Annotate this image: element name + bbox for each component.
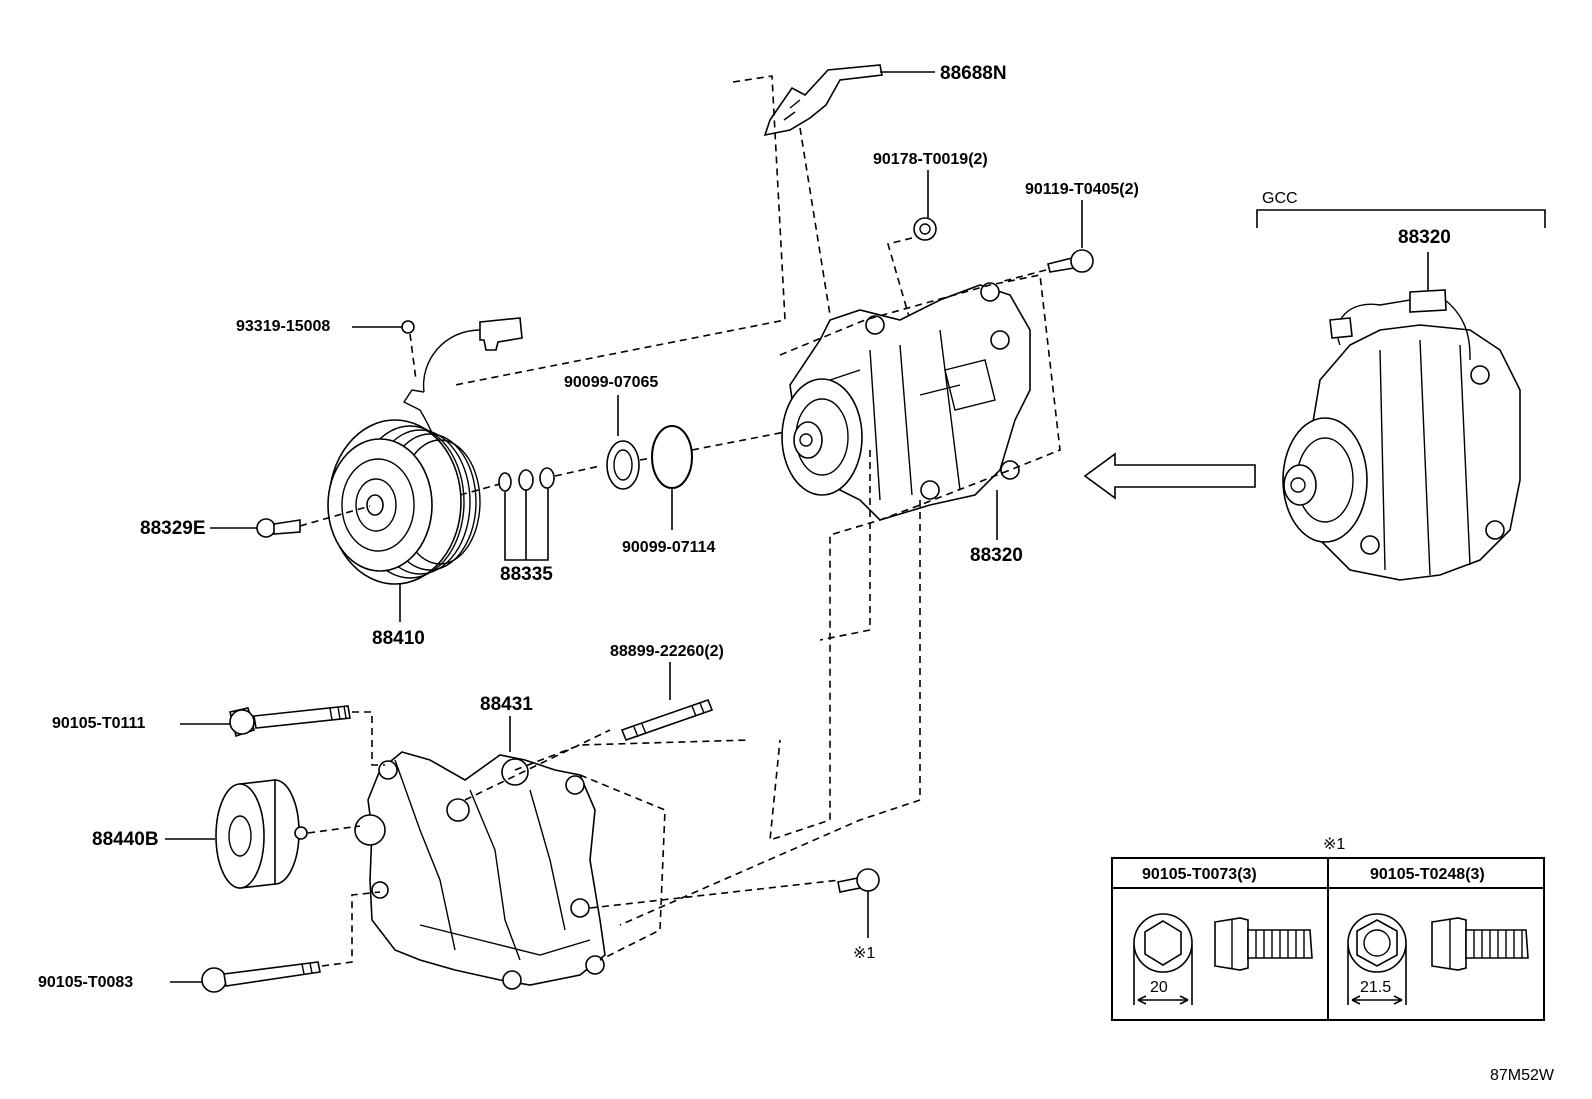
hex-head-icon: [1347, 913, 1407, 973]
label-90119: 90119-T0405(2): [1025, 181, 1139, 198]
label-90178: 90178-T0019(2): [873, 151, 988, 168]
flange-bolt-icon-2: [1431, 917, 1529, 971]
shims-88335: [498, 467, 555, 492]
table-col1-part: 90105-T0073(3): [1142, 866, 1257, 883]
stud-88899: [620, 698, 714, 742]
pulley-88410: [327, 419, 481, 585]
bolt-88329E: [256, 518, 301, 538]
bolt-ref-1: [837, 868, 880, 893]
bracket-88688N: [763, 64, 883, 137]
hex-socket-head-icon: [1133, 913, 1193, 973]
nut-90178: [913, 217, 937, 241]
compressor-88320-gcc: [1282, 289, 1521, 581]
label-88320-gcc: 88320: [1398, 227, 1451, 248]
figure-code: 87M52W: [1490, 1067, 1555, 1084]
bolt-90105-T0083: [201, 961, 321, 993]
label-90099-07114: 90099-07114: [622, 539, 716, 556]
screw-93319: [401, 320, 415, 334]
bolt-90119: [1047, 249, 1094, 273]
ring-90099-07114: [651, 425, 693, 489]
label-93319: 93319-15008: [236, 318, 330, 335]
table-header-mark: ※1: [1323, 836, 1345, 853]
flange-bolt-icon: [1214, 917, 1313, 971]
label-88320-main: 88320: [970, 545, 1023, 566]
idler-pulley-88440B: [215, 779, 308, 889]
bolt-90105-T0111: [229, 705, 351, 738]
label-88688N: 88688N: [940, 63, 1007, 84]
gcc-bracket: [1256, 209, 1546, 228]
table-col1-size: 20: [1150, 979, 1168, 996]
label-88440B: 88440B: [92, 829, 159, 850]
label-90099-07065: 90099-07065: [564, 374, 658, 391]
label-90105-T0083: 90105-T0083: [38, 974, 133, 991]
label-88329E: 88329E: [140, 518, 206, 539]
label-88335: 88335: [500, 564, 553, 585]
fastener-table: ※1 90105-T0073(3) 90105-T0248(3) 20 21.5: [1111, 836, 1545, 1021]
gcc-label: GCC: [1262, 190, 1298, 207]
ring-90099-07065: [606, 440, 640, 490]
label-88899: 88899-22260(2): [610, 643, 724, 660]
table-col2-part: 90105-T0248(3): [1370, 866, 1485, 883]
direction-arrow: [1083, 452, 1256, 500]
label-ref-1: ※1: [853, 945, 875, 962]
bracket-88431: [354, 751, 606, 990]
table-col2-size: 21.5: [1360, 979, 1391, 996]
compressor-88320: [781, 282, 1031, 521]
label-90105-T0111: 90105-T0111: [52, 715, 146, 732]
label-88431: 88431: [480, 694, 533, 715]
label-88410: 88410: [372, 628, 425, 649]
